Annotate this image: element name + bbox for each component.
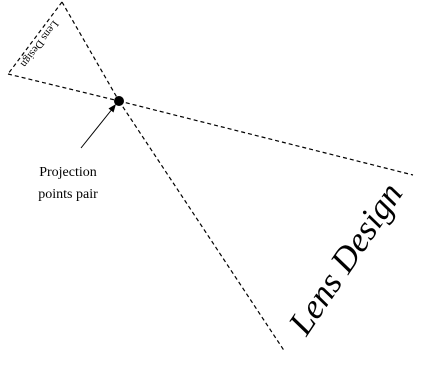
dashed-line-top-left-to-center [61,1,120,102]
dashed-line-center-to-right [118,100,414,176]
annotation-arrow-shaft [80,107,114,149]
projection-point [114,96,124,106]
large-lens-design-text: Lens Design [280,176,410,343]
annotation-arrowhead [108,104,116,113]
annotation-label-line1: Projection [39,165,97,180]
dashed-line-top-right-to-center [7,73,120,102]
dashed-line-center-to-bottom [118,100,286,353]
annotation-label-line2: points pair [38,187,98,202]
dashed-line-top-edge [7,1,63,75]
small-lens-design-text: Lens Design [18,18,61,70]
